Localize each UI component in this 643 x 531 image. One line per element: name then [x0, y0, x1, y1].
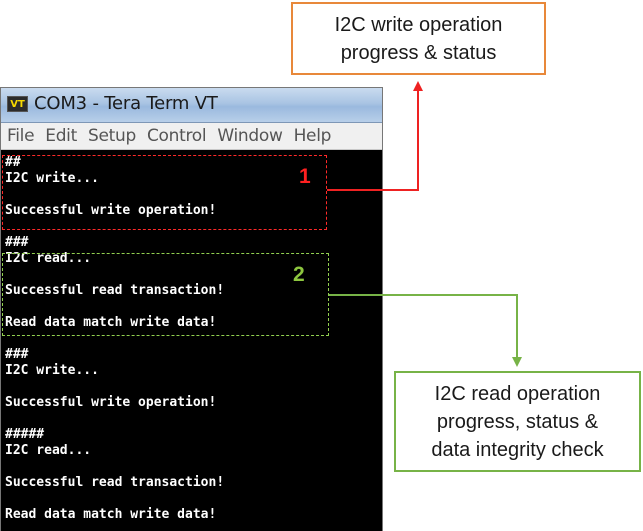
read-highlight-box: [2, 253, 329, 336]
write-callout-line-2: progress & status: [340, 41, 497, 64]
terminal-line: #####: [5, 427, 45, 442]
terminal-line: Successful write operation!: [5, 203, 217, 218]
menu-setup[interactable]: Setup: [87, 126, 136, 146]
window-title: COM3 - Tera Term VT: [34, 93, 218, 114]
terminal-line: I2C read...: [5, 251, 92, 266]
menu-control[interactable]: Control: [146, 126, 207, 146]
write-highlight-box: [2, 155, 327, 230]
read-highlight-number: 2: [293, 263, 305, 286]
read-callout-line-2: progress, status &: [436, 410, 599, 433]
menu-edit[interactable]: Edit: [45, 126, 77, 146]
terminal-line: Successful read transaction!: [5, 283, 225, 298]
terminal-line: ###: [5, 235, 29, 250]
terminal-line: I2C write...: [5, 171, 99, 186]
read-callout-line-1: I2C read operation: [434, 382, 601, 405]
menu-window[interactable]: Window: [217, 126, 283, 146]
window-titlebar[interactable]: VT COM3 - Tera Term VT: [1, 88, 382, 123]
write-highlight-number: 1: [299, 165, 311, 188]
terminal-line: ###: [5, 347, 29, 362]
terminal-line: I2C read...: [5, 443, 92, 458]
write-callout-line-1: I2C write operation: [334, 13, 503, 36]
terminal-line: Successful read transaction!: [5, 475, 225, 490]
read-status-callout: I2C read operation progress, status & da…: [394, 371, 641, 472]
menu-file[interactable]: File: [7, 126, 35, 146]
terminal-line: Read data match write data!: [5, 507, 217, 522]
menu-bar: File Edit Setup Control Window Help: [1, 123, 382, 150]
terminal-line: ##: [5, 155, 21, 170]
terminal-output[interactable]: ## I2C write... Successful write operati…: [1, 151, 382, 531]
terminal-line: Successful write operation!: [5, 395, 217, 410]
tera-term-app-icon[interactable]: VT: [7, 96, 28, 112]
tera-term-window: VT COM3 - Tera Term VT File Edit Setup C…: [0, 87, 383, 531]
terminal-line: Read data match write data!: [5, 315, 217, 330]
read-callout-line-3: data integrity check: [431, 438, 604, 461]
write-status-callout: I2C write operation progress & status: [291, 2, 546, 75]
menu-help[interactable]: Help: [293, 126, 332, 146]
terminal-line: I2C write...: [5, 363, 99, 378]
